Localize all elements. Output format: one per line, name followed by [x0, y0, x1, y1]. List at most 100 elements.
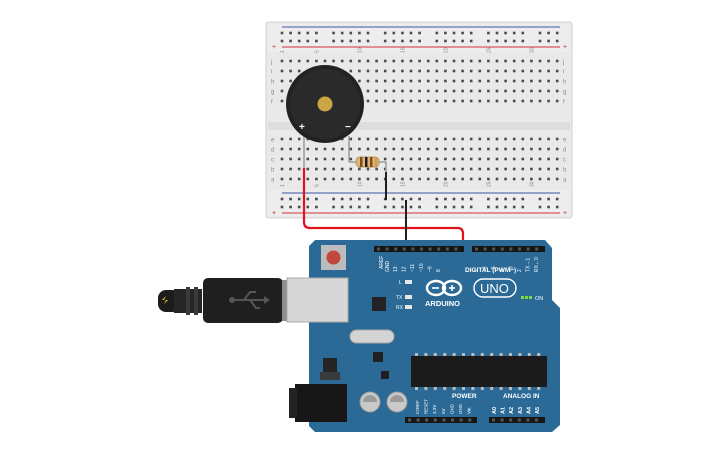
on-label: ON: [535, 296, 543, 302]
chip-pin: [480, 353, 484, 356]
grid-hole: [495, 177, 499, 181]
grid-hole: [366, 59, 370, 63]
grid-hole: [375, 147, 378, 151]
grid-hole: [383, 99, 387, 103]
rail-hole: [392, 205, 396, 209]
chip-pin: [490, 387, 494, 390]
digital-pin-label: 7: [474, 269, 480, 272]
chip-pin: [424, 353, 428, 356]
grid-hole: [495, 99, 499, 103]
rail-hole: [469, 39, 473, 43]
grid-hole: [444, 59, 447, 63]
grid-hole: [392, 89, 396, 93]
grid-hole: [315, 59, 318, 63]
chip-pin: [480, 387, 484, 390]
row-letter: c: [563, 158, 566, 164]
grid-hole: [375, 69, 378, 73]
grid-hole: [530, 79, 533, 83]
rail-hole: [315, 197, 318, 201]
grid-hole: [487, 157, 490, 161]
grid-hole: [530, 89, 533, 93]
grid-hole: [555, 137, 559, 141]
rail-hole: [504, 205, 507, 209]
chip-pin: [518, 353, 522, 356]
pin-hole: [483, 247, 487, 251]
rail-hole: [358, 197, 361, 201]
grid-hole: [297, 157, 301, 161]
chip-pins: [415, 353, 541, 390]
resistor[interactable]: [349, 156, 387, 172]
digital-pin-label: 8: [436, 269, 442, 272]
grid-hole: [392, 59, 396, 63]
grid-hole: [375, 167, 378, 171]
reset-button[interactable]: [326, 250, 341, 265]
grid-hole: [409, 89, 413, 93]
rail-hole: [487, 39, 490, 43]
rail-hole: [401, 39, 404, 43]
rail-hole: [547, 197, 550, 201]
grid-hole: [478, 89, 482, 93]
pin-hole: [385, 247, 389, 251]
grid-hole: [444, 99, 447, 103]
grid-hole: [469, 157, 473, 161]
rail-hole: [555, 31, 559, 35]
small-chip: [373, 352, 383, 362]
grid-hole: [469, 89, 473, 93]
grid-hole: [512, 79, 516, 83]
rail-hole: [418, 205, 421, 209]
grid-hole: [409, 157, 413, 161]
column-number: 30: [529, 47, 535, 53]
grid-hole: [547, 147, 550, 151]
grid-hole: [332, 147, 335, 151]
tx-led-label: TX: [396, 295, 403, 301]
rail-hole: [418, 197, 421, 201]
piezo-buzzer[interactable]: + −: [286, 65, 364, 168]
digital-pin-holes: [377, 247, 539, 251]
voltage-regulator: [323, 358, 337, 376]
bottom-pin-holes: [408, 418, 538, 422]
row-letter: a: [271, 178, 275, 184]
grid-hole: [375, 89, 378, 93]
power-header: [405, 417, 477, 423]
grid-hole: [512, 59, 516, 63]
grid-hole: [323, 157, 327, 161]
grid-hole: [435, 157, 439, 161]
rail-hole: [349, 205, 353, 209]
rail-hole: [315, 205, 318, 209]
row-letter: j: [270, 60, 272, 66]
grid-hole: [340, 147, 344, 151]
rail-hole: [306, 39, 310, 43]
aref-label: AREF: [379, 256, 385, 269]
grid-hole: [349, 147, 353, 151]
pin-hole: [468, 418, 472, 422]
rail-hole: [297, 205, 301, 209]
grid-hole: [504, 79, 507, 83]
grid-hole: [392, 177, 396, 181]
row-letter: f: [563, 100, 565, 106]
grid-hole: [383, 137, 387, 141]
grid-hole: [452, 69, 456, 73]
rail-hole: [495, 197, 499, 201]
grid-hole: [461, 59, 464, 63]
usb-chip: [372, 297, 386, 311]
rail-hole: [504, 39, 507, 43]
buzzer-center: [317, 96, 333, 112]
chip-pin: [415, 387, 418, 390]
pin-hole: [535, 247, 539, 251]
grid-hole: [530, 157, 533, 161]
rail-hole: [452, 197, 456, 201]
power-header-label: POWER: [452, 393, 477, 400]
usb-cable[interactable]: [158, 278, 296, 323]
grid-hole: [409, 99, 413, 103]
grid-hole: [349, 167, 353, 171]
model-badge: [473, 278, 517, 298]
rail-hole: [487, 197, 490, 201]
grid-hole: [383, 167, 387, 171]
rail-hole: [538, 39, 542, 43]
grid-hole: [375, 59, 378, 63]
grid-hole: [521, 79, 525, 83]
grid-hole: [340, 177, 344, 181]
